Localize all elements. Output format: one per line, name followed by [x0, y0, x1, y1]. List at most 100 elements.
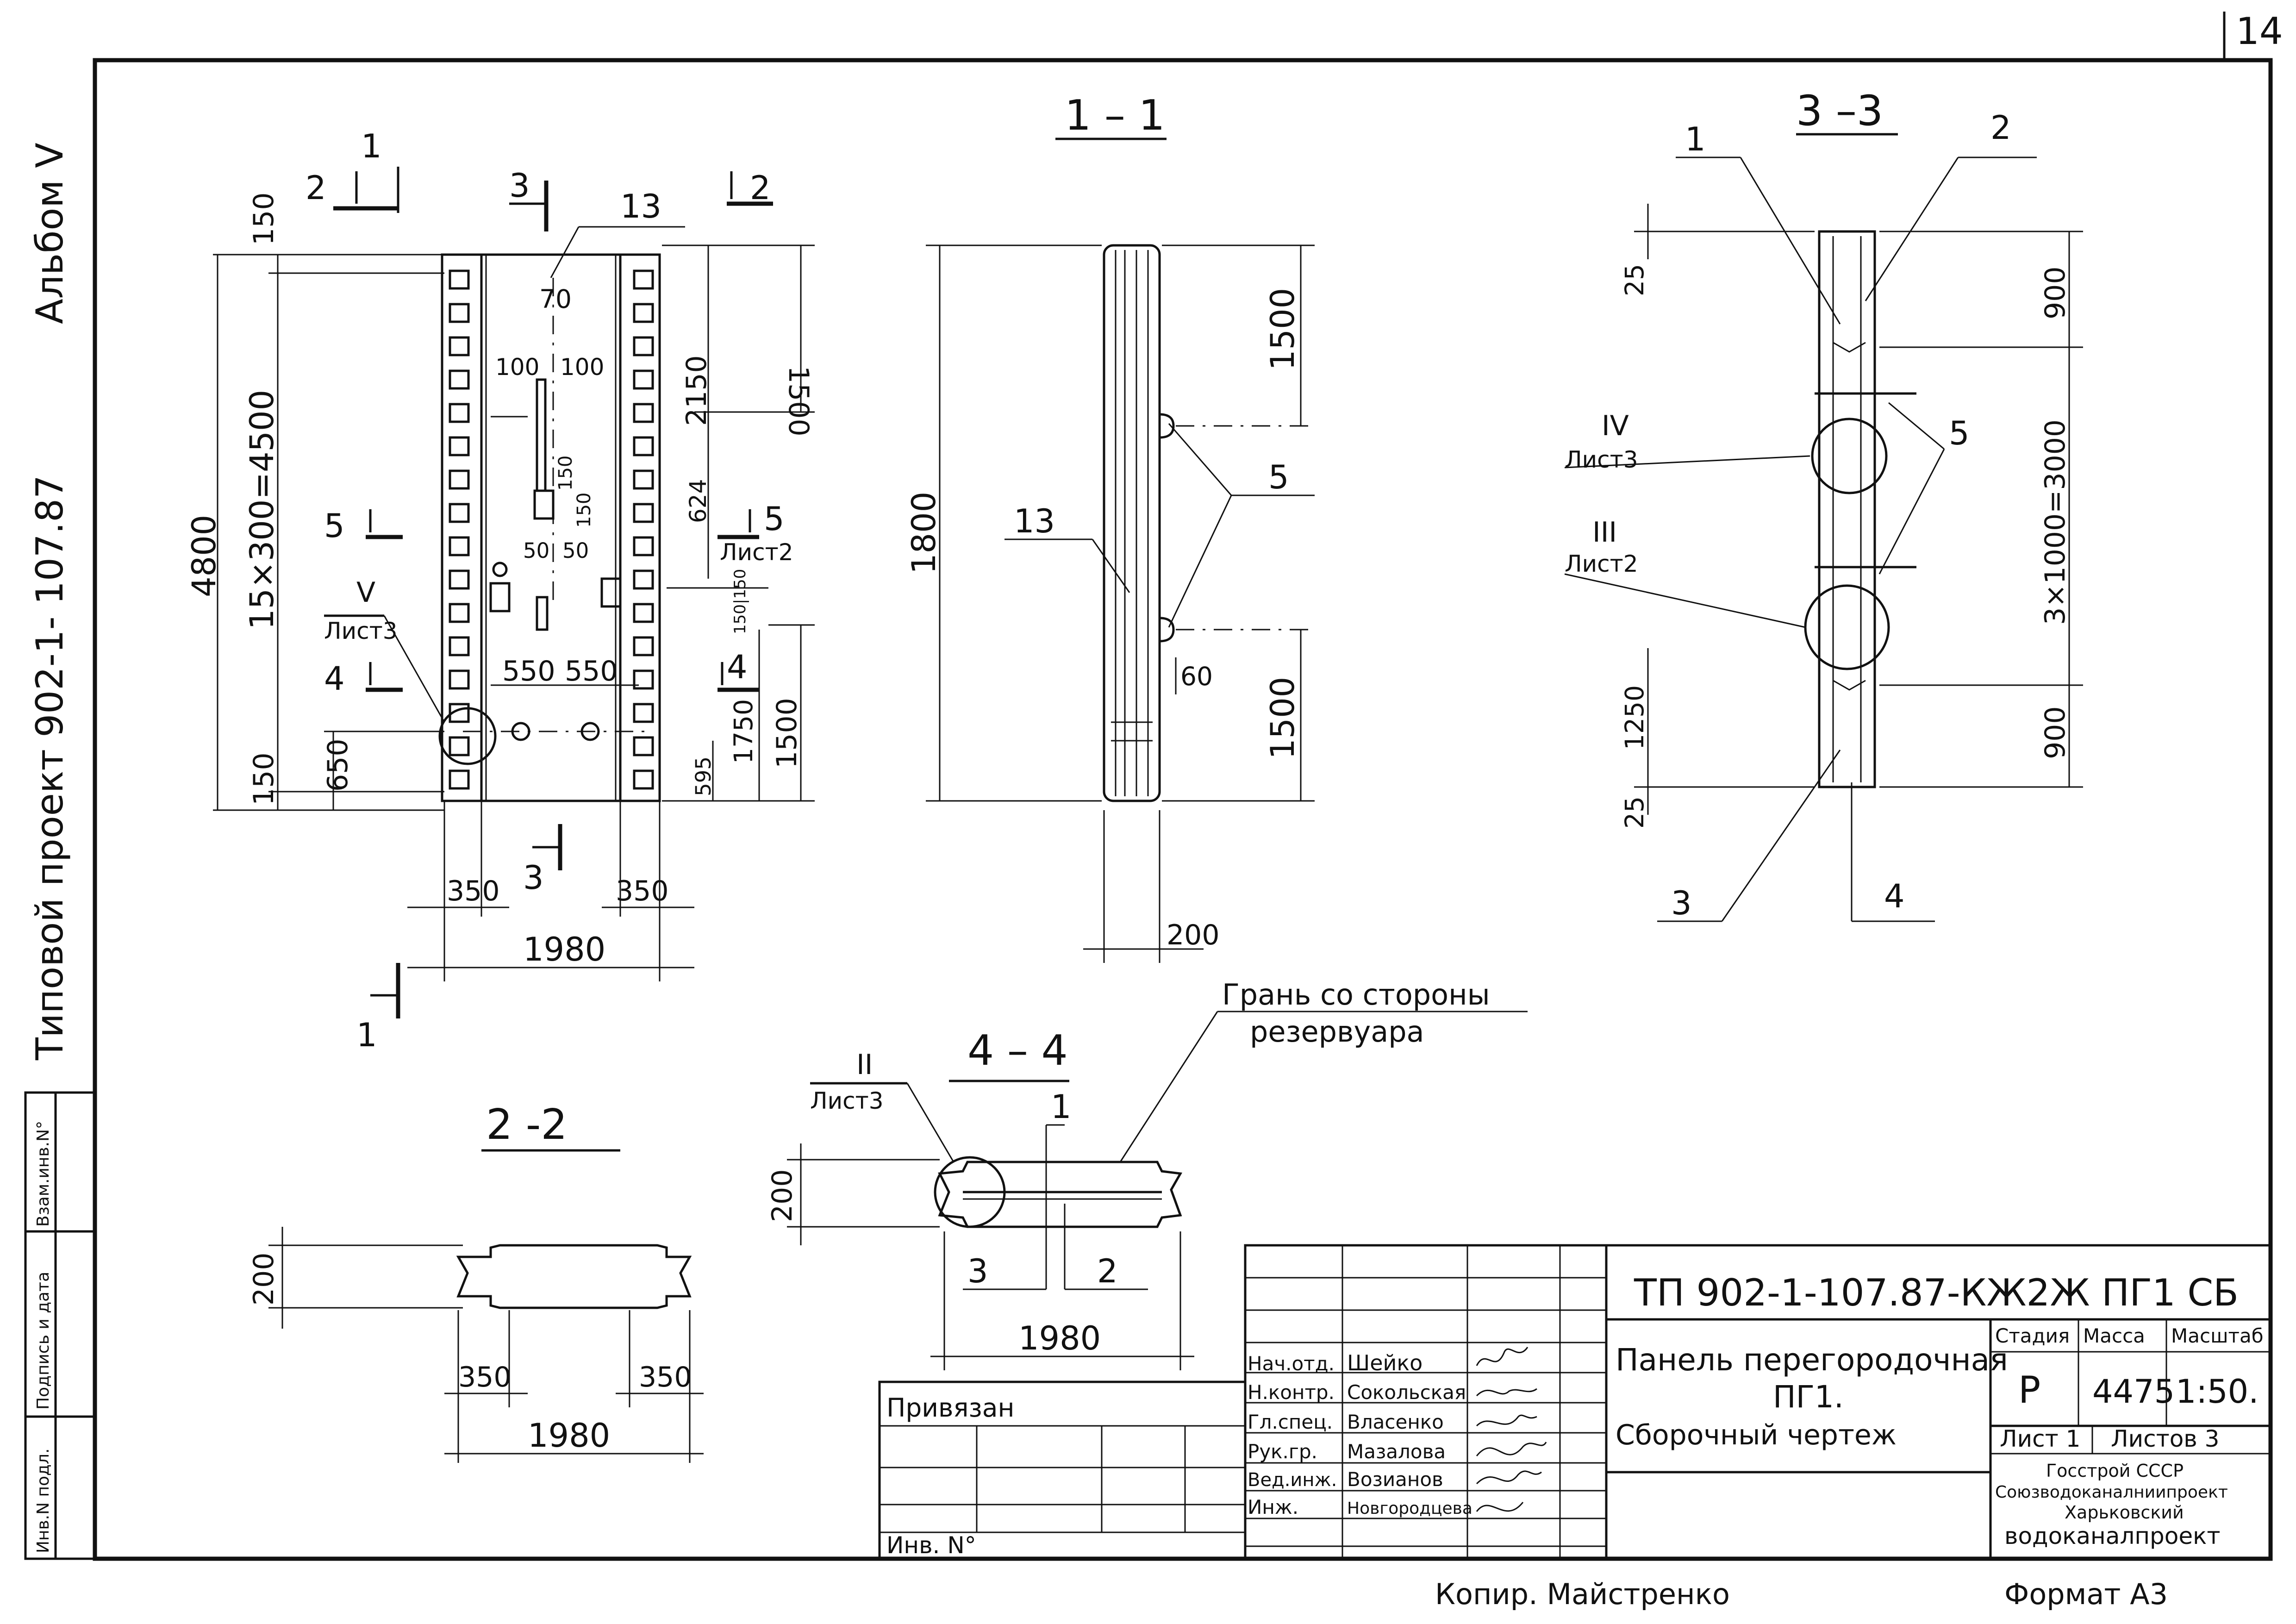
mass-value: 4475 [2092, 1373, 2175, 1411]
copied-by-note: Копир. Майстренко [1435, 1577, 1730, 1611]
section-4-4-note-line1: Грань со стороны [1222, 978, 1490, 1012]
keyway-notch [633, 769, 654, 790]
dim-595: 595 [691, 756, 716, 796]
stage-header: Стадия [1995, 1324, 2070, 1347]
section-1-1-dim-200: 200 [1167, 919, 1220, 951]
section-4-4-drawing [787, 1011, 1528, 1370]
staff-role: Вед.инж. [1248, 1469, 1337, 1491]
dim-150-1: 150 [555, 456, 576, 491]
section-2-2-dim-350b: 350 [639, 1361, 692, 1393]
callout-v-sheet: Лист3 [324, 618, 398, 644]
section-4-4-title: 4 – 4 [967, 1026, 1068, 1075]
section-2-2-title: 2 -2 [486, 1100, 568, 1149]
binding-label: Привязан [886, 1393, 1014, 1423]
inv-no-label: Инв. N° [886, 1532, 976, 1559]
callout-iii-sheet: Лист2 [1565, 550, 1638, 577]
dim-150-top: 150 [248, 192, 280, 245]
project-label: Типовой проект 902-1- 107.87 [28, 475, 71, 1061]
stage-value: Р [2018, 1368, 2040, 1412]
dim-550a: 550 [502, 655, 555, 687]
product-name-line3: Сборочный чертеж [1616, 1419, 1897, 1451]
section-mark-4-right: 4 [727, 648, 748, 686]
title-block-grid [1244, 1244, 2272, 1560]
keyway-notch [449, 536, 470, 556]
keyway-notch [449, 303, 470, 323]
dim-550b: 550 [565, 655, 618, 687]
keyway-notch [633, 336, 654, 356]
sheet-number: 14 [2236, 10, 2283, 53]
keyway-notch [633, 703, 654, 723]
scale-header: Масштаб [2171, 1324, 2264, 1347]
section-3-3-dim-25-top: 25 [1620, 264, 1649, 296]
section-3-3-dim-900-bottom: 900 [2039, 706, 2071, 759]
front-view-dims-bottom [407, 801, 694, 981]
dim-1980: 1980 [523, 931, 605, 968]
callout-iii: III [1592, 516, 1617, 549]
section-4-4-dim-1980: 1980 [1018, 1319, 1101, 1357]
section-mark-3-top: 3 [509, 167, 530, 205]
keyway-notch [633, 503, 654, 523]
section-4-4-label-2: 2 [1097, 1252, 1118, 1290]
keyway-notch [449, 336, 470, 356]
dim-150-2: 150 [574, 493, 595, 528]
section-1-1-dim-60: 60 [1180, 662, 1213, 691]
staff-role: Рук.гр. [1248, 1440, 1317, 1463]
dim-624: 624 [685, 479, 711, 523]
dim-350a: 350 [447, 875, 500, 907]
front-view-section-marks [324, 167, 773, 1018]
keyway-notch [449, 269, 470, 290]
keyway-notch [633, 303, 654, 323]
sheet-value: Лист 1 [2000, 1425, 2080, 1452]
org-line2: Союзводоканалниипроект [1995, 1483, 2228, 1502]
section-1-1-drawing [926, 137, 1315, 963]
scale-value: 1:50. [2176, 1373, 2259, 1411]
dim-50a: 50 [523, 538, 549, 563]
dim-150-150: 150|150 [731, 569, 749, 634]
staff-name: Шейко [1347, 1350, 1423, 1375]
staff-name: Власенко [1347, 1411, 1444, 1433]
section-3-3-label-1: 1 [1685, 120, 1706, 158]
section-mark-1-bottom: 1 [356, 1016, 377, 1054]
section-2-2-dim-1980: 1980 [528, 1417, 610, 1455]
callout-v: V [356, 576, 375, 609]
front-view-panel [438, 253, 661, 802]
section-4-4-label-3: 3 [967, 1252, 988, 1290]
staff-role: Н.контр. [1248, 1381, 1335, 1404]
section-1-1-dim-1500-top: 1500 [1264, 288, 1302, 370]
side-stamp-inv-podl: Инв.N подл. [34, 1449, 53, 1553]
section-mark-4-left: 4 [324, 660, 345, 698]
section-4-4-dim-200: 200 [766, 1169, 799, 1222]
mass-header: Масса [2083, 1324, 2145, 1347]
section-4-4-label-1: 1 [1051, 1088, 1072, 1126]
section-3-3-dim-1250: 1250 [1620, 685, 1649, 750]
side-stamp [24, 1091, 96, 1560]
format-note: Формат А3 [2004, 1577, 2168, 1611]
keyway-notch [449, 736, 470, 756]
dim-4800: 4800 [185, 515, 223, 597]
section-mark-3-bottom: 3 [523, 859, 544, 897]
section-1-1-label-13: 13 [1014, 502, 1055, 540]
dim-2150: 2150 [680, 355, 713, 426]
keyway-notch [449, 369, 470, 390]
staff-name: Сокольская [1347, 1381, 1466, 1404]
dim-1500-bottom: 1500 [771, 698, 803, 768]
signatures [1476, 1347, 1547, 1512]
keyway-notch [633, 603, 654, 623]
org-line3: Харьковский [2065, 1502, 2184, 1523]
staff-name: Возианов [1347, 1468, 1443, 1491]
section-3-3-title: 3 –3 [1796, 87, 1883, 135]
keyway-notch [449, 469, 470, 490]
dim-1500-top: 1500 [782, 366, 815, 437]
keyway-notch [633, 469, 654, 490]
section-4-4-note-line2: резервуара [1250, 1015, 1424, 1049]
section-3-3-label-3: 3 [1671, 884, 1692, 922]
callout-iv-sheet: Лист3 [1565, 446, 1638, 473]
keyway-notch [633, 569, 654, 590]
dim-50b: 50 [562, 538, 589, 563]
album-label: Альбом V [28, 143, 71, 324]
staff-name: Мазалова [1347, 1440, 1446, 1463]
keyway-notch [633, 536, 654, 556]
dim-150-bottom: 150 [248, 752, 280, 806]
keyway-notch [633, 636, 654, 656]
